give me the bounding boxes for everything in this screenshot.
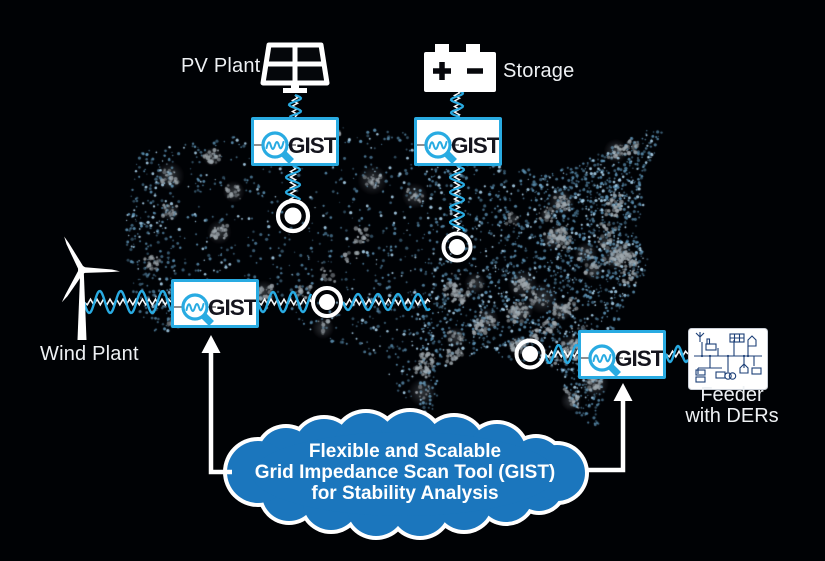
impedance-wave — [665, 349, 689, 359]
cloud-to-wind-gist-arrow — [201, 335, 232, 475]
gist-logo-icon: GIST — [254, 131, 336, 163]
cloud-caption-line1: Flexible and Scalable — [308, 441, 502, 462]
impedance-wave — [342, 297, 431, 307]
gist-logo-icon: GIST — [174, 293, 256, 325]
storage-label: Storage — [503, 60, 575, 82]
impedance-wave — [82, 289, 173, 315]
impedance-wave — [257, 297, 312, 307]
gist-box-feeder: GIST — [578, 330, 666, 379]
grid-node-marker — [275, 198, 311, 234]
grid-node-marker — [514, 338, 546, 370]
feeder-circuit-icon — [688, 328, 768, 390]
feeder-label: Feeder with DERs — [684, 385, 780, 427]
cloud-caption: Flexible and Scalable Grid Impedance Sca… — [240, 441, 570, 504]
feeder-label-line1: Feeder — [700, 384, 764, 406]
impedance-wave — [664, 344, 690, 364]
cloud-to-feeder-gist-arrow — [586, 383, 633, 473]
gist-box-storage: GIST — [414, 117, 502, 166]
cloud-shape — [227, 412, 585, 536]
solar-panel-icon — [260, 42, 330, 93]
impedance-wave — [448, 164, 466, 232]
impedance-waves — [82, 88, 690, 365]
impedance-wave — [543, 343, 579, 365]
gist-label: GIST — [451, 133, 499, 158]
gist-box-pv: GIST — [251, 117, 339, 166]
grid-node-marker — [441, 231, 473, 263]
gist-logo-icon: GIST — [417, 131, 499, 163]
impedance-wave — [287, 93, 303, 118]
impedance-wave — [256, 290, 313, 314]
gist-label: GIST — [288, 133, 336, 158]
cloud-caption-line3: for Stability Analysis — [311, 483, 499, 504]
grid-node-marker — [311, 286, 343, 318]
impedance-wave — [452, 165, 462, 232]
pv-plant-label: PV Plant — [181, 55, 261, 77]
impedance-wave — [341, 292, 431, 312]
gist-logo-icon: GIST — [581, 344, 663, 376]
gist-box-wind: GIST — [171, 279, 259, 328]
wind-plant-label: Wind Plant — [40, 343, 139, 365]
impedance-wave — [449, 88, 465, 119]
wind-turbine-icon — [61, 236, 120, 340]
gist-label: GIST — [615, 346, 663, 371]
impedance-wave — [284, 164, 302, 201]
feeder-label-line2: with DERs — [685, 405, 779, 427]
battery-icon — [424, 44, 496, 92]
gist-label: GIST — [208, 295, 256, 320]
cloud-caption-line2: Grid Impedance Scan Tool (GIST) — [254, 462, 556, 483]
